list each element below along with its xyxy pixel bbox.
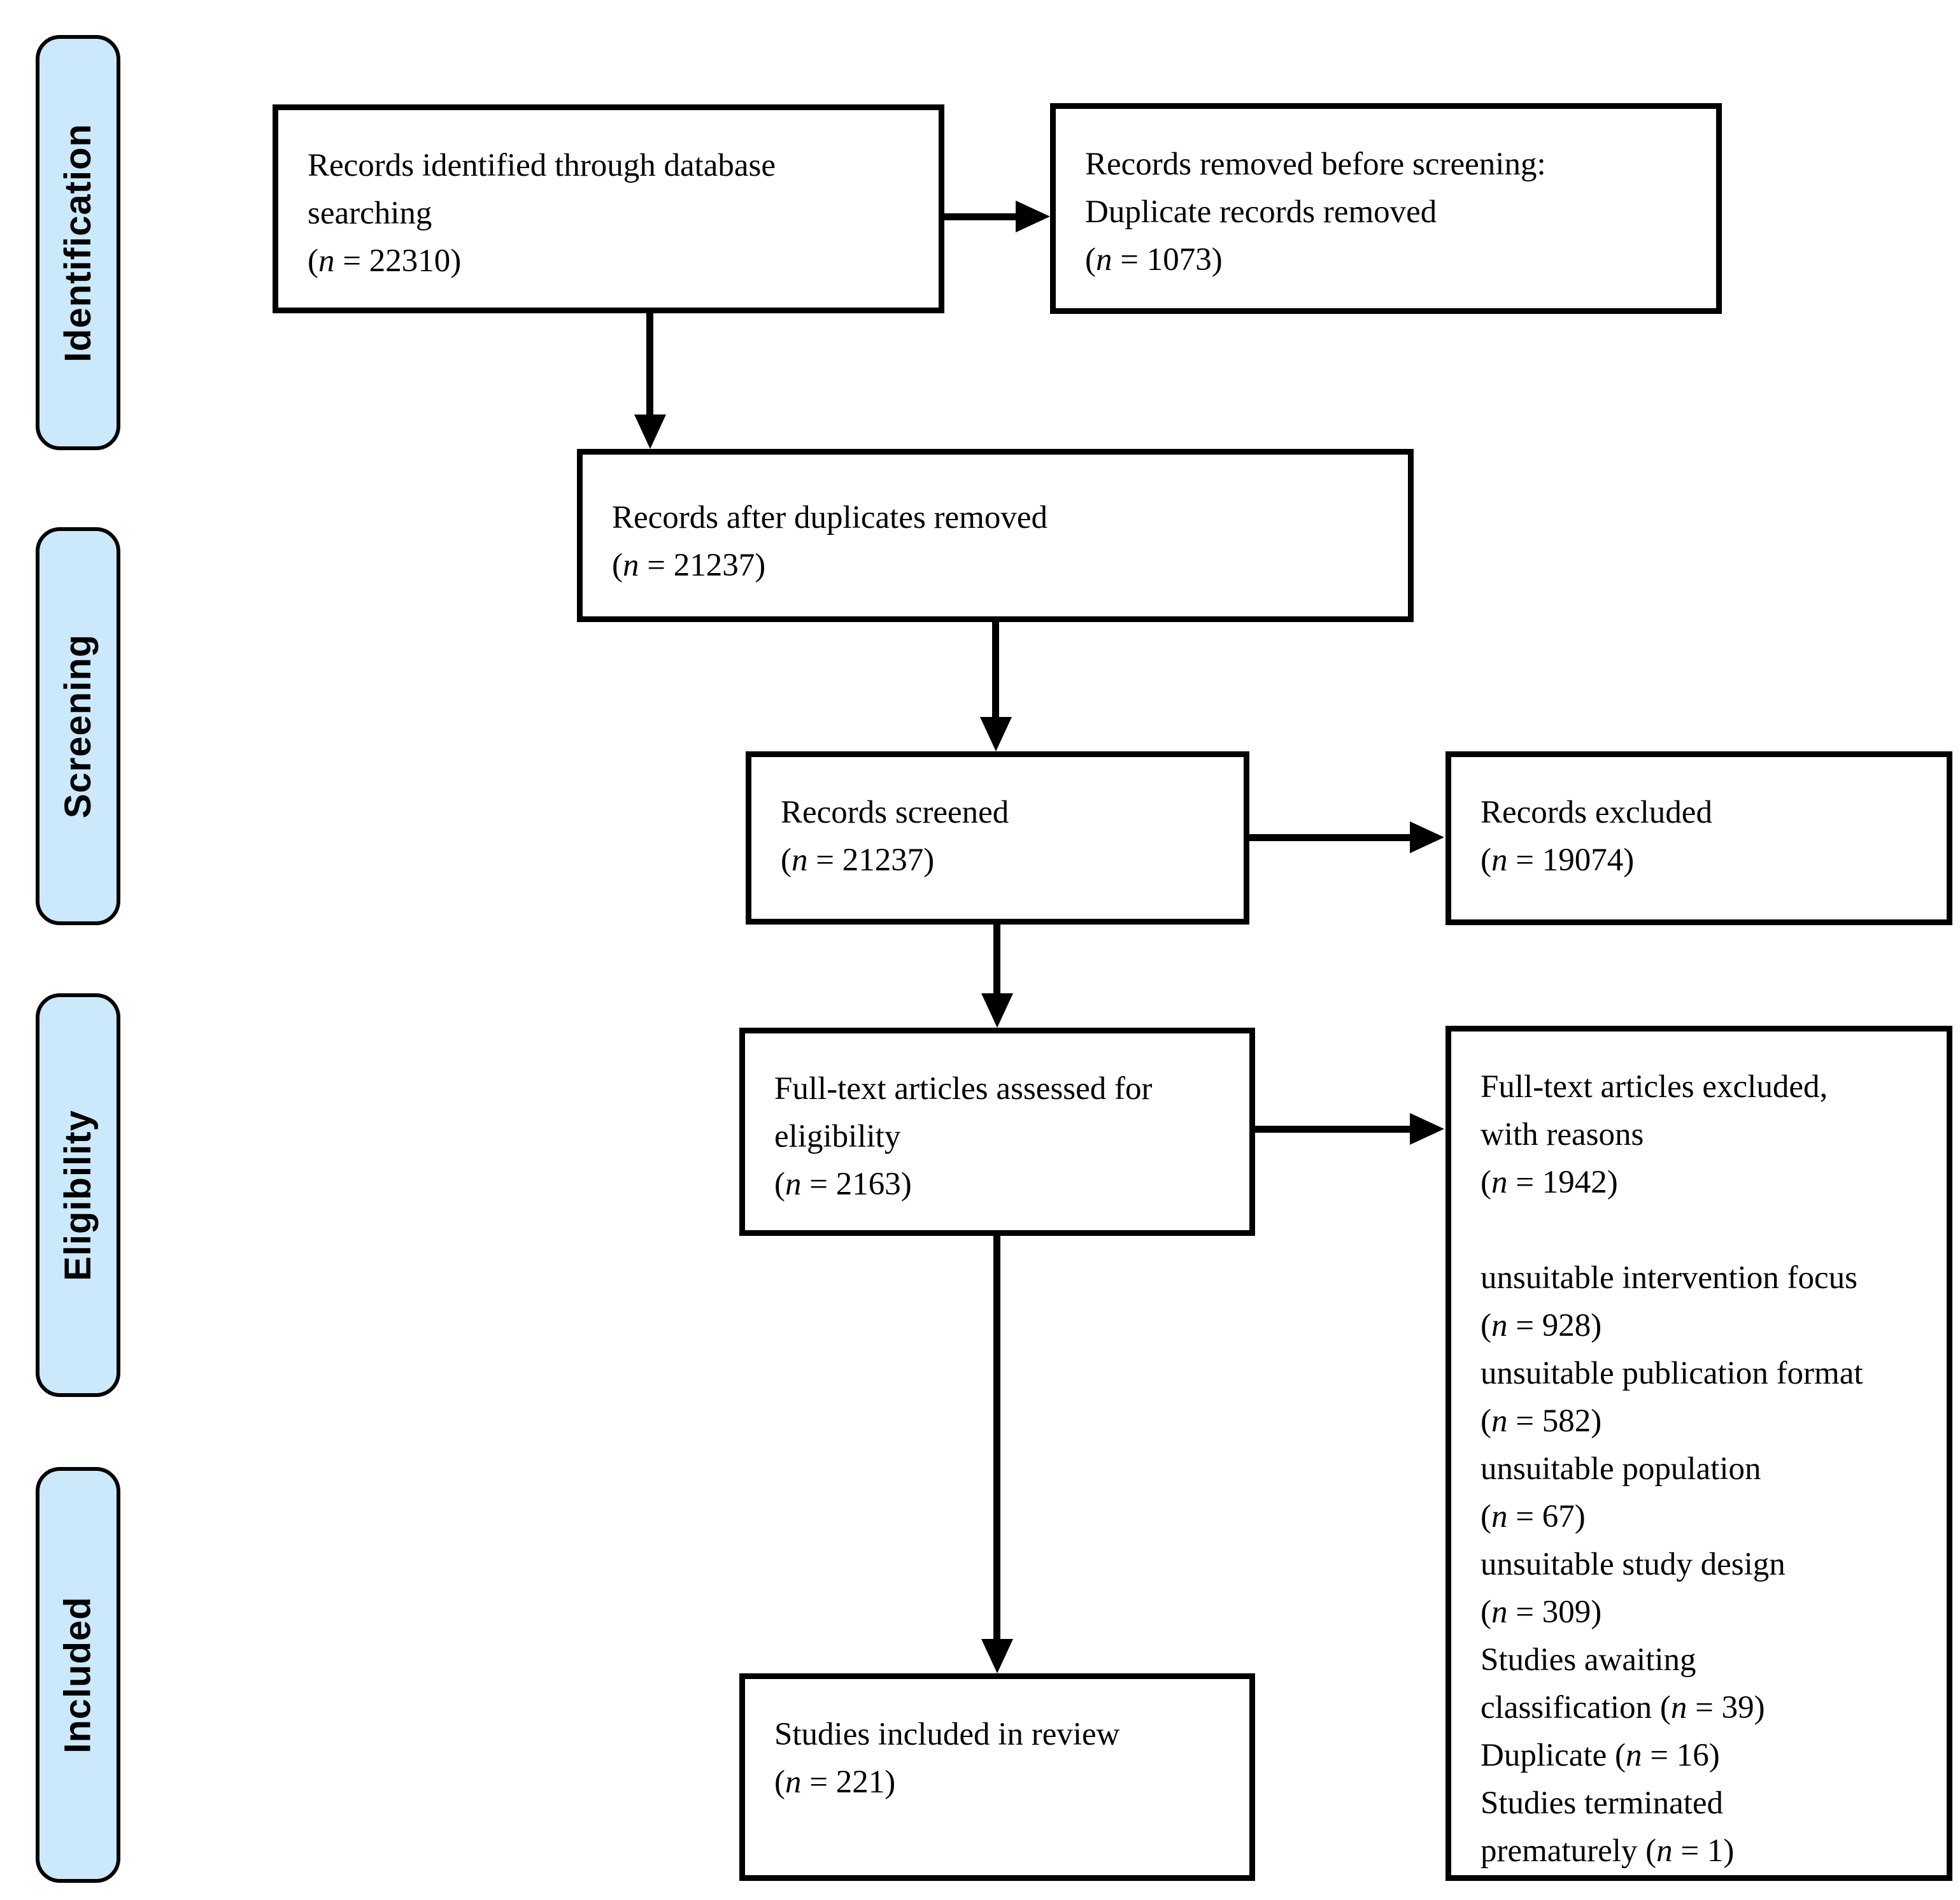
text-line: Studies awaiting [1481,1642,1696,1678]
text-line: (n = 582) [1481,1403,1602,1439]
box-fulltext-excluded-reasons: Full-text articles excluded, with reasons… [1445,1026,1952,1881]
text-line: Records screened [781,795,1009,830]
arrow-head [1410,821,1444,853]
stage-label-included-text: Included [57,1596,99,1754]
stage-label-eligibility: Eligibility [36,993,120,1397]
text-line: Full-text articles assessed for [774,1071,1153,1107]
text-line: Full-text articles excluded, [1481,1069,1828,1105]
box-studies-included: Studies included in review (n = 221) [739,1673,1255,1881]
text-line: (n = 928) [1481,1308,1602,1343]
arrow-line [992,622,999,718]
text-line: (n = 21237) [781,842,935,878]
box-records-screened: Records screened (n = 21237) [746,751,1249,925]
arrow-line [993,1236,1000,1640]
text-line: unsuitable intervention focus [1481,1260,1858,1296]
stage-label-screening: Screening [36,527,120,925]
text-line: with reasons [1481,1117,1644,1152]
text-line: (n = 19074) [1481,842,1635,878]
box-records-excluded: Records excluded (n = 19074) [1445,751,1952,925]
arrow-line [1249,834,1412,841]
arrow-head [980,717,1012,751]
text-line: unsuitable population [1481,1451,1761,1487]
text-line: classification (n = 39) [1481,1690,1765,1726]
arrow-head [981,1639,1013,1673]
text-line: Studies terminated [1481,1785,1724,1821]
text-line: Records identified through database [308,148,776,183]
text-line: Duplicate (n = 16) [1481,1738,1720,1773]
box-records-after-duplicates: Records after duplicates removed (n = 212… [577,449,1414,622]
arrow-line [944,213,1018,220]
text-line: Records after duplicates removed [612,500,1047,535]
stage-label-identification-text: Identification [57,123,99,362]
box-fulltext-assessed: Full-text articles assessed for eligibili… [739,1028,1255,1236]
arrow-line [646,313,653,416]
box-records-identified: Records identified through database searc… [273,104,944,313]
text-line: prematurely (n = 1) [1481,1833,1735,1869]
arrow-head [1016,201,1050,232]
stage-label-included: Included [36,1467,120,1883]
text-line: (n = 221) [774,1764,896,1800]
arrow-head [634,415,666,449]
text-line: Studies included in review [774,1717,1120,1752]
arrow-head [1410,1113,1444,1145]
text-line: (n = 67) [1481,1499,1586,1535]
text-line: unsuitable study design [1481,1547,1786,1582]
text-line: searching [308,195,432,231]
text-line [1481,1207,1924,1254]
text-line: Records excluded [1481,795,1712,830]
text-line: Duplicate records removed [1085,194,1437,230]
stage-label-eligibility-text: Eligibility [57,1109,99,1281]
text-line: (n = 309) [1481,1594,1602,1630]
text-line: unsuitable publication format [1481,1356,1863,1391]
text-line: Records removed before screening: [1085,146,1546,182]
arrow-line [993,925,1000,995]
text-line: (n = 2163) [774,1166,912,1202]
text-line: eligibility [774,1119,901,1154]
text-line: (n = 21237) [612,548,766,583]
arrow-line [1255,1126,1412,1133]
text-line: (n = 1073) [1085,242,1223,278]
arrow-head [981,993,1013,1028]
text-line: (n = 22310) [308,243,462,279]
stage-label-screening-text: Screening [57,634,99,819]
stage-label-identification: Identification [36,35,120,450]
box-records-removed-before-screening: Records removed before screening: Duplica… [1050,103,1722,314]
text-line: (n = 1942) [1481,1165,1618,1200]
